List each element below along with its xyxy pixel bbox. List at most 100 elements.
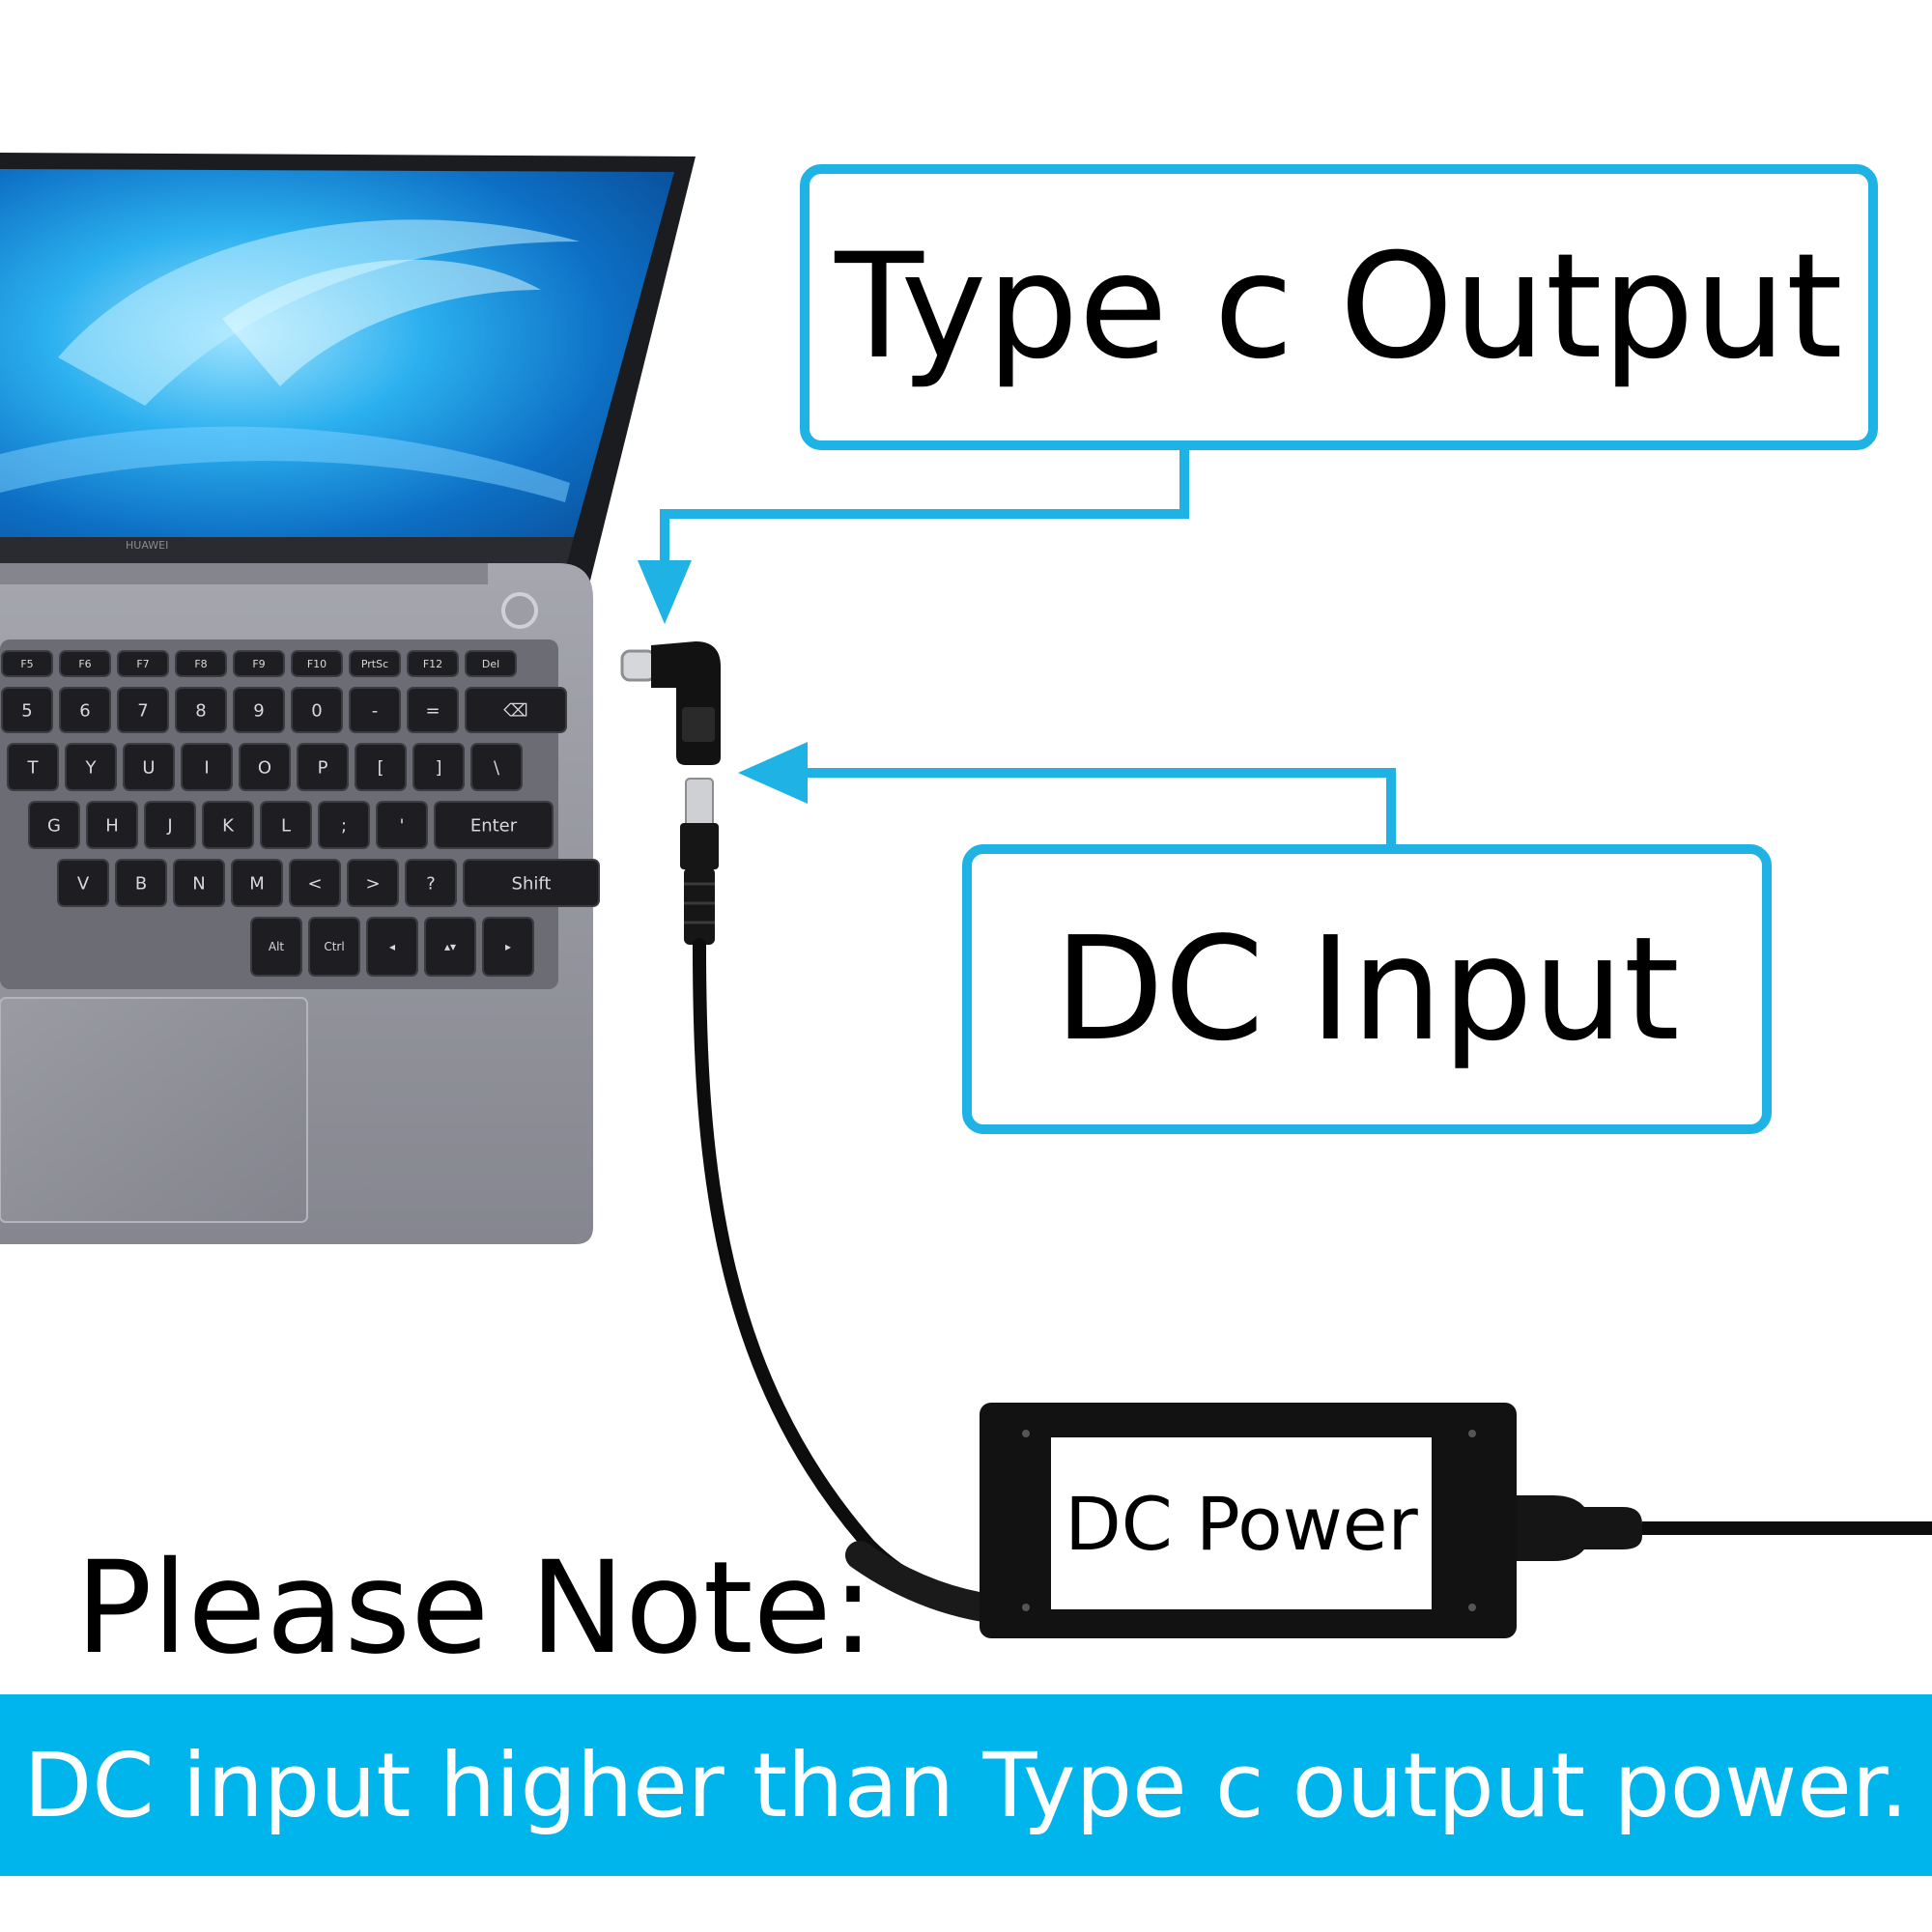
keyboard-key[interactable]: V [57,859,109,907]
keyboard-key-label: F12 [423,658,442,670]
keyboard-key[interactable]: - [349,687,401,733]
keyboard-key[interactable]: = [407,687,459,733]
keyboard-key[interactable]: F6 [59,650,111,677]
keyboard-key[interactable]: 6 [59,687,111,733]
keyboard-key[interactable]: I [181,743,233,791]
keyboard-key[interactable]: B [115,859,167,907]
keyboard-key[interactable]: ◂ [366,917,418,977]
keyboard-key[interactable]: T [7,743,59,791]
keyboard-key-label: U [142,757,155,778]
keyboard-key[interactable]: 0 [291,687,343,733]
keyboard-key[interactable]: ▸ [482,917,534,977]
keyboard-key[interactable]: O [239,743,291,791]
keyboard-key[interactable]: N [173,859,225,907]
keyboard-key-label: 6 [79,700,90,721]
keyboard-key[interactable]: 8 [175,687,227,733]
touchpad[interactable] [0,997,308,1223]
keyboard-key[interactable]: ? [405,859,457,907]
keyboard-key-label: ; [341,815,347,836]
keyboard-key[interactable]: L [260,801,312,849]
keyboard-key[interactable]: > [347,859,399,907]
note-banner: DC input higher than Type c output power… [0,1694,1932,1876]
type-c-adapter [620,641,721,765]
keyboard-key[interactable]: F12 [407,650,459,677]
keyboard-key-label: M [249,873,265,894]
keyboard-key[interactable]: F9 [233,650,285,677]
output-arrow [638,448,1189,624]
keyboard-key[interactable]: 7 [117,687,169,733]
keyboard-key-label: F8 [194,658,207,670]
keyboard-key[interactable]: ' [376,801,428,849]
dc-input-callout: DC Input [962,844,1772,1134]
keyboard-key[interactable]: G [28,801,80,849]
keyboard-key[interactable]: Enter [434,801,554,849]
keyboard-key-label: Enter [470,815,518,836]
laptop-screen: HUAWEI [0,153,696,584]
keyboard-key[interactable]: F5 [1,650,53,677]
keyboard-key-label: F10 [307,658,327,670]
keyboard-key[interactable]: Ctrl [308,917,360,977]
keyboard-key-label: ⌫ [503,700,527,721]
keyboard-key[interactable]: J [144,801,196,849]
keyboard-key-label: N [192,873,205,894]
keyboard-key[interactable]: Shift [463,859,600,907]
keyboard-key-label: Ctrl [324,940,344,953]
keyboard-key[interactable]: K [202,801,254,849]
keyboard-key[interactable]: Del [465,650,517,677]
keyboard-key[interactable]: 9 [233,687,285,733]
type-c-output-callout: Type c Output [800,164,1878,450]
keyboard-key-label: V [77,873,90,894]
keyboard-key-label: PrtSc [361,658,388,670]
keyboard-key-label: 5 [21,700,32,721]
keyboard-key-label: O [258,757,271,778]
dc-power-adapter [980,1403,1932,1638]
keyboard-key[interactable]: U [123,743,175,791]
keyboard-key-label: B [135,873,147,894]
note-text: DC input higher than Type c output power… [23,1733,1909,1837]
adapter-label-panel [1051,1437,1432,1609]
keyboard-key[interactable]: ] [412,743,465,791]
keyboard-key[interactable]: ; [318,801,370,849]
keyboard-key-label: F5 [20,658,33,670]
keyboard-key[interactable]: F10 [291,650,343,677]
keyboard-key[interactable]: Y [65,743,117,791]
keyboard-key[interactable]: F8 [175,650,227,677]
keyboard-key[interactable]: ▴▾ [424,917,476,977]
keyboard-key[interactable]: \ [470,743,523,791]
keyboard-key-label: ] [435,757,441,778]
keyboard-key[interactable]: PrtSc [349,650,401,677]
keyboard-key-label: < [307,873,322,894]
keyboard-key-label: [ [377,757,384,778]
keyboard-key[interactable]: Alt [250,917,302,977]
keyboard-key-label: 9 [253,700,264,721]
dc-cable [693,938,992,1610]
keyboard-key[interactable]: 5 [1,687,53,733]
keyboard-key-label: 7 [137,700,148,721]
keyboard-key-label: = [425,700,440,721]
keyboard-key-label: P [318,757,328,778]
keyboard-key[interactable]: M [231,859,283,907]
keyboard-key-label: Y [85,757,98,778]
note-title: Please Note: [75,1534,875,1683]
keyboard-key-label: ' [400,815,405,836]
keyboard-key-label: \ [494,757,500,778]
keyboard-key[interactable]: < [289,859,341,907]
keyboard-key-label: L [281,815,291,836]
dc-power-label: DC Power [1065,1480,1418,1567]
keyboard-key-label: 0 [311,700,322,721]
keyboard-key[interactable]: [ [355,743,407,791]
keyboard-key[interactable]: P [297,743,349,791]
keyboard-key-label: Del [482,658,499,670]
keyboard-key-label: G [47,815,61,836]
laptop-keyboard: F5 F6 F7 F8 F9 F10 PrtSc F12 Del 5 6 7 8 9 0 - = ⌫ T Y U I O P [… [1,650,600,977]
keyboard-key[interactable]: F7 [117,650,169,677]
input-arrowhead [738,742,808,804]
keyboard-key-label: F6 [78,658,91,670]
type-c-plug-tip [620,649,657,682]
power-button[interactable] [501,592,538,629]
keyboard-key[interactable]: ⌫ [465,687,567,733]
dc-barrel-plug [680,778,998,1622]
keyboard-key[interactable]: H [86,801,138,849]
keyboard-key-label: > [365,873,380,894]
